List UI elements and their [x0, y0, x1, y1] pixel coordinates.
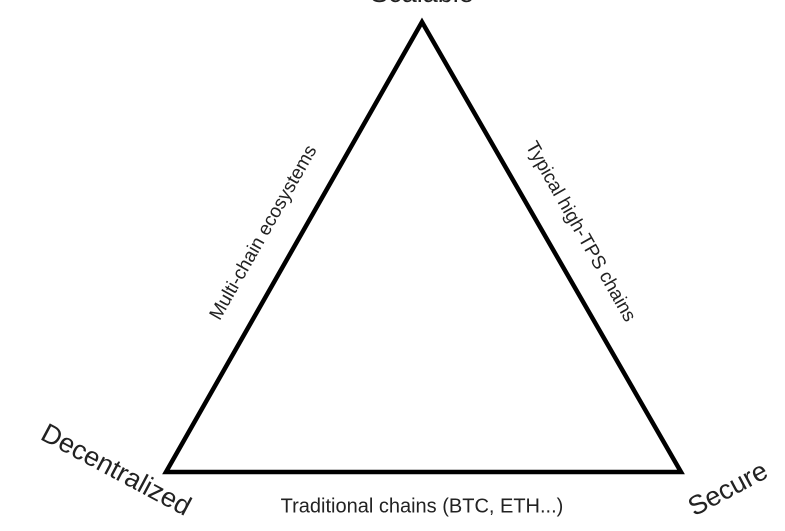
trilemma-triangle [162, 17, 685, 475]
vertex-label-scalable: Scalable [370, 0, 474, 9]
edge-label-traditional: Traditional chains (BTC, ETH...) [280, 495, 564, 518]
